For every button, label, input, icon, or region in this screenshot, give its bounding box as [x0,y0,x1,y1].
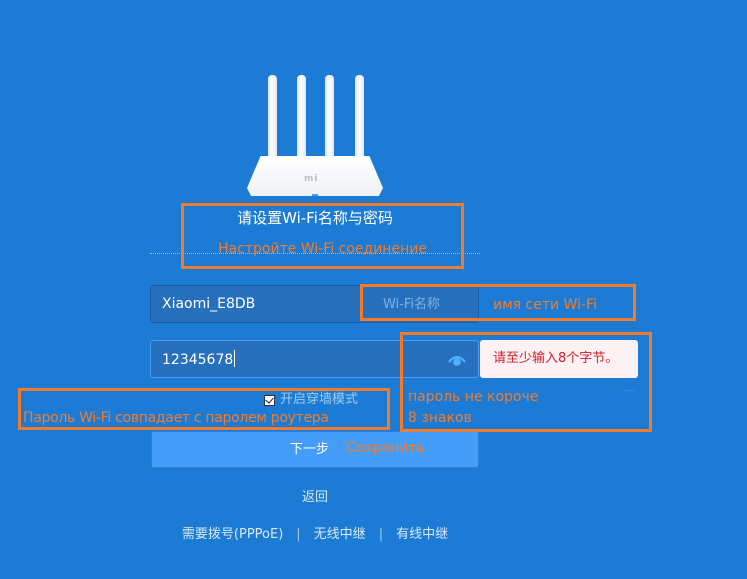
annotation-box-password [400,332,652,432]
next-button[interactable]: 下一步 [151,431,479,468]
wall-penetration-label: 开启穿墙模式 [280,392,359,407]
footer-separator: | [378,527,384,542]
text-caret [234,350,236,367]
footer-links: 需要拨号(PPPoE) | 无线中继 | 有线中继 [130,526,500,543]
next-button-label: 下一步 [290,442,330,457]
eye-icon[interactable] [448,352,466,366]
wifi-name-value: Xiaomi_E8DB [162,296,256,312]
wired-repeater-link[interactable]: 有线中继 [396,527,449,542]
wifi-name-placeholder: Wi-Fi名称 [382,297,440,312]
annotation-save: Сохранить [346,440,425,456]
back-link[interactable]: 返回 [301,490,328,505]
tooltip-shadow [622,390,636,395]
wifi-password-input[interactable]: 12345678 [150,340,479,378]
wireless-repeater-link[interactable]: 无线中继 [313,527,366,542]
annotation-password-line1: пароль не короче [408,389,539,405]
wall-penetration-checkbox[interactable] [264,394,275,406]
annotation-box-checkbox [18,388,390,430]
title-divider [150,253,480,254]
annotation-title: Настройте Wi-Fi соединение [218,241,427,257]
router-led [312,194,318,196]
router-body [247,156,383,196]
annotation-box-title [181,203,464,269]
router-antenna [325,75,334,167]
password-text: 12345678 [162,352,234,368]
pppoe-link[interactable]: 需要拨号(PPPoE) [181,527,284,542]
router-image: mi [245,70,385,198]
annotation-box-ssid [360,284,636,321]
router-antenna [268,75,277,167]
footer-separator: | [296,527,301,542]
wifi-name-input[interactable]: Xiaomi_E8DB Wi-Fi名称 [150,285,479,323]
annotation-checkbox: Пароль Wi-Fi совпадает с паролем роутера [23,410,329,426]
annotation-ssid: имя сети Wi-Fi [493,297,597,313]
wall-penetration-checkbox-row[interactable]: 开启穿墙模式 [264,392,358,408]
router-antenna [355,75,364,167]
page-title: 请设置Wi-Fi名称与密码 [237,209,393,227]
wifi-password-value: 12345678 [162,350,236,369]
router-antenna [297,75,306,167]
password-error-tooltip: 请至少输入8个字节。 [480,340,638,378]
router-logo: mi [304,174,319,184]
annotation-password-line2: 8 знаков [408,410,472,426]
